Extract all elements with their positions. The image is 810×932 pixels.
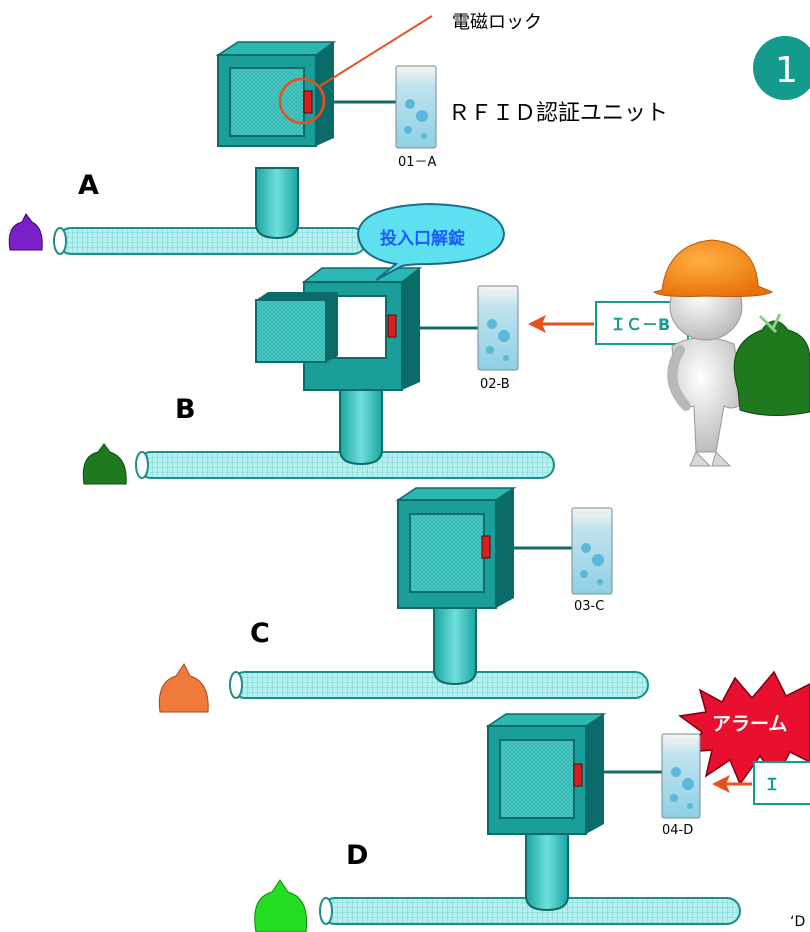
- rfid-unit-d: [661, 733, 701, 819]
- lock-callout-line: [319, 15, 433, 87]
- cabinet-b-open: [255, 267, 423, 391]
- ic-card-d: Ｉ: [753, 761, 810, 805]
- rfid-unit-a: [395, 65, 437, 149]
- unlock-speech-bubble: 投入口解錠: [356, 202, 506, 281]
- stem-b: [339, 387, 383, 466]
- pipe-a: [53, 227, 367, 255]
- lock-c: [481, 535, 491, 559]
- cabinet-c: [395, 487, 517, 609]
- station-letter-d: D: [346, 840, 368, 871]
- station-d: [319, 713, 741, 925]
- ic-card-b-label: ＩＣ－B: [610, 315, 670, 334]
- unit-label-a: 01－A: [398, 155, 437, 170]
- worker-figure: [652, 239, 774, 467]
- stem-d: [525, 833, 569, 912]
- station-a: [53, 15, 433, 255]
- station-c: [229, 487, 649, 699]
- alarm-text: アラーム: [712, 713, 787, 735]
- slide-number-badge: 1: [753, 36, 810, 100]
- lock-highlight-circle: [278, 77, 326, 125]
- garbage-bag-green-large: [733, 313, 810, 417]
- lock-a: [303, 90, 313, 114]
- stem-a: [255, 167, 299, 240]
- lock-d: [573, 763, 583, 787]
- lock-callout-label: 電磁ロック: [452, 12, 542, 33]
- bottom-partial-text: ‘D: [790, 914, 805, 930]
- ic-card-arrow-b: [528, 315, 594, 333]
- rfid-unit-b: [477, 285, 519, 371]
- pipe-d: [319, 897, 741, 925]
- cabinet-a: [215, 41, 337, 147]
- bag-a: [8, 213, 43, 251]
- slide-number: 1: [775, 50, 798, 91]
- ic-card-d-label: Ｉ: [764, 775, 780, 794]
- bag-c: [158, 663, 209, 713]
- station-letter-b: B: [175, 394, 196, 425]
- unit-label-c: 03-C: [574, 599, 604, 614]
- ic-card-arrow-d: [712, 775, 752, 793]
- station-letter-a: A: [78, 170, 99, 201]
- station-letter-c: C: [250, 618, 270, 649]
- cabinet-d: [485, 713, 607, 835]
- bag-d: [254, 879, 308, 932]
- unit-label-d: 04-D: [662, 823, 693, 838]
- rfid-unit-c: [571, 507, 613, 595]
- bag-b: [82, 443, 127, 485]
- unit-label-b: 02-B: [480, 377, 510, 392]
- rfid-unit-caption: ＲＦＩＤ認証ユニット: [448, 101, 668, 126]
- unlock-bubble-text: 投入口解錠: [380, 228, 465, 249]
- stem-c: [433, 607, 477, 686]
- station-b: [135, 267, 555, 479]
- lock-b: [387, 314, 397, 338]
